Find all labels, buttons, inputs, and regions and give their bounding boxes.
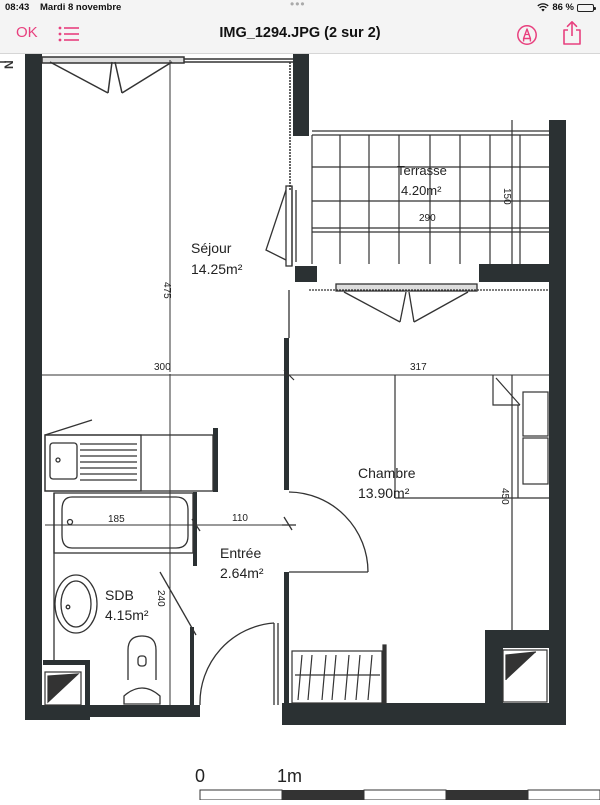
room-chambre-area: 13.90m²: [358, 485, 410, 501]
dim-bath-length: 185: [108, 514, 125, 525]
scale-zero-label: 0: [195, 766, 205, 786]
status-right: 86 %: [537, 2, 596, 13]
done-button[interactable]: OK: [16, 24, 38, 41]
battery-icon: [577, 3, 596, 12]
scale-one-meter-label: 1m: [277, 766, 302, 786]
room-terrasse-area: 4.20m²: [401, 183, 442, 198]
dim-entree-width: 110: [232, 513, 248, 524]
dim-terrasse-width: 290: [419, 213, 436, 224]
battery-percent: 86 %: [552, 2, 574, 13]
multitasking-dots[interactable]: •••: [290, 0, 306, 11]
dim-chambre-height: 450: [499, 488, 510, 505]
status-time: 08:43: [5, 2, 30, 13]
dim-sejour-height: 475: [161, 282, 172, 299]
room-entree-area: 2.64m²: [220, 565, 264, 581]
dim-sejour-width: 300: [154, 362, 171, 373]
status-date: Mardi 8 novembre: [40, 2, 122, 13]
wifi-icon: [537, 3, 550, 12]
north-marker: N: [2, 60, 16, 69]
navigation-bar: OK IMG_1294.JPG (2 sur 2): [0, 16, 600, 54]
status-bar: 08:43 Mardi 8 novembre ••• 86 %: [0, 0, 600, 16]
scale-bar: [199, 789, 600, 801]
dim-chambre-width: 317: [410, 362, 427, 373]
markup-pen-icon[interactable]: [516, 24, 538, 46]
room-sejour-area: 14.25m²: [191, 261, 243, 277]
room-chambre-name: Chambre: [358, 465, 416, 481]
room-sejour-name: Séjour: [191, 240, 232, 256]
dim-terrasse-depth: 150: [501, 188, 512, 205]
room-sdb-area: 4.15m²: [105, 607, 149, 623]
room-terrasse-name: Terrasse: [397, 163, 447, 178]
share-icon[interactable]: [561, 20, 583, 46]
floor-plan-drawing: 475 Séjour 14.25m²: [0, 54, 600, 801]
list-icon[interactable]: [58, 25, 80, 43]
dim-sdb-height: 240: [155, 590, 166, 607]
room-sdb-name: SDB: [105, 587, 134, 603]
floor-plan-image[interactable]: 475 Séjour 14.25m²: [0, 54, 600, 801]
image-title: IMG_1294.JPG (2 sur 2): [219, 25, 381, 41]
room-entree-name: Entrée: [220, 545, 261, 561]
